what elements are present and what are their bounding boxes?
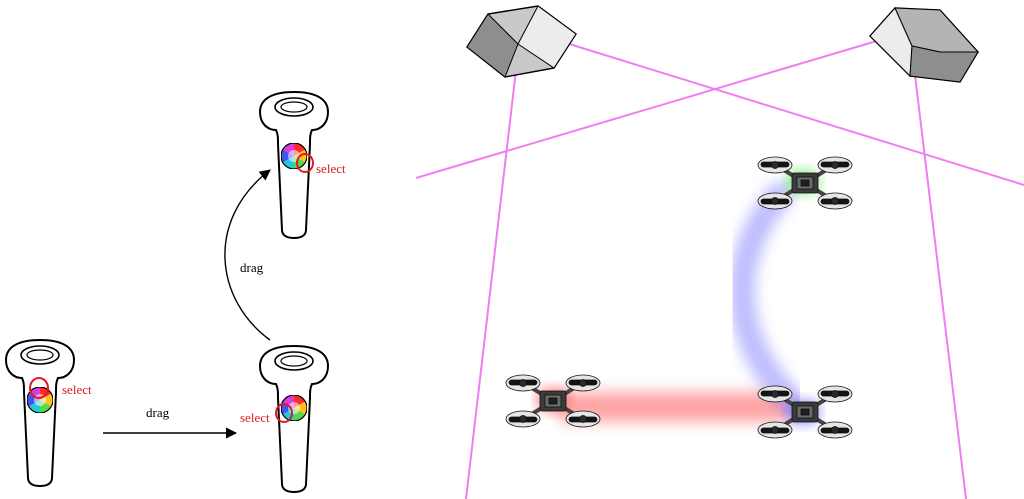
select-label: select [62, 382, 92, 397]
select-ring [29, 377, 49, 399]
select-ring [296, 153, 314, 173]
select-label: select [316, 161, 346, 176]
controller-middle: select [240, 345, 329, 493]
drag-label-curved: drag [240, 260, 264, 275]
color-wheel-icon [281, 395, 307, 421]
quadcopter-drone-icon [756, 155, 854, 211]
tracking-space [415, 5, 1024, 499]
select-label: select [240, 410, 270, 425]
controller-start: select [5, 339, 92, 487]
drag-arrow-curved [224, 169, 271, 341]
base-station-right [869, 7, 980, 83]
color-wheel-icon [281, 143, 307, 169]
tracking-beams [415, 37, 1024, 499]
drag-label-horizontal: drag [146, 405, 170, 420]
select-ring [275, 403, 293, 423]
blue-trail [729, 182, 803, 413]
base-station-left [466, 5, 577, 78]
controller-panel: select select select drag drag [5, 91, 346, 493]
controller-end: select [259, 91, 346, 239]
